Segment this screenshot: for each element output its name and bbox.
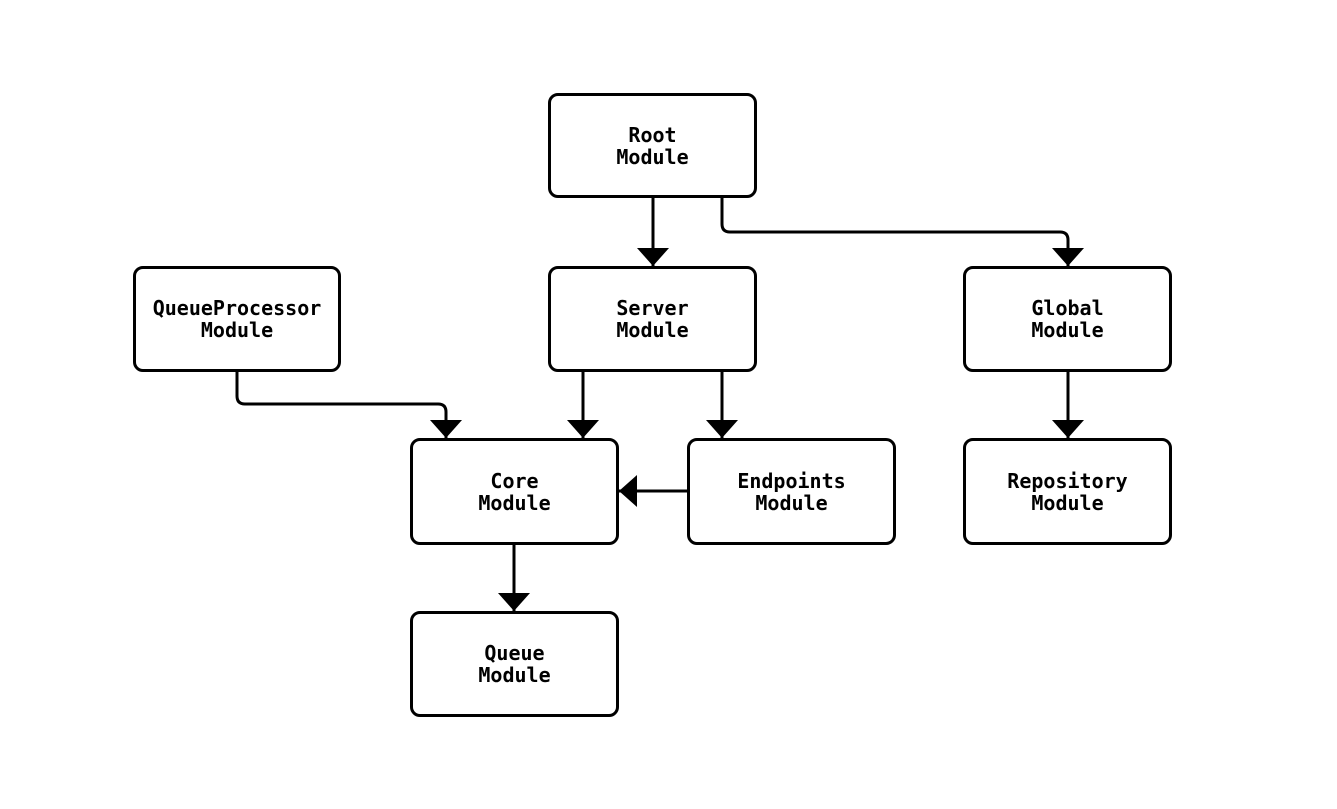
node-label-line1: Repository (1007, 468, 1128, 493)
node-label-line1: Root (628, 122, 677, 147)
node-endpoints-module: Endpoints Module (687, 438, 896, 545)
node-label-line2: Module (616, 318, 689, 342)
node-label-line1: Server (616, 296, 689, 320)
node-label-line1: QueueProcessor (152, 296, 322, 320)
node-label-line2: Module (1031, 490, 1104, 515)
node-queue-module: Queue Module (410, 611, 619, 717)
node-label-line2: Module (478, 490, 551, 515)
node-global-module: Global Module (963, 266, 1172, 372)
node-root-module: Root Module (548, 93, 757, 198)
node-label-line1: Endpoints (737, 468, 846, 493)
edge-queueprocessor-to-core (235, 372, 462, 438)
node-server-module: Server Module (548, 266, 757, 372)
node-core-module: Core Module (410, 438, 619, 545)
node-label-line1: Global (1031, 296, 1104, 320)
node-label-line2: Module (755, 490, 828, 515)
node-label-line2: Module (1031, 318, 1104, 342)
node-label-line1: Queue (484, 641, 545, 665)
node-queueprocessor-module: QueueProcessor Module (133, 266, 341, 372)
node-label-line2: Module (200, 318, 274, 342)
node-repository-module: Repository Module (963, 438, 1172, 545)
node-label-line1: Core (490, 468, 539, 493)
node-label-line2: Module (616, 144, 689, 169)
edge-root-to-global (720, 198, 1084, 266)
node-label-line2: Module (478, 663, 551, 687)
